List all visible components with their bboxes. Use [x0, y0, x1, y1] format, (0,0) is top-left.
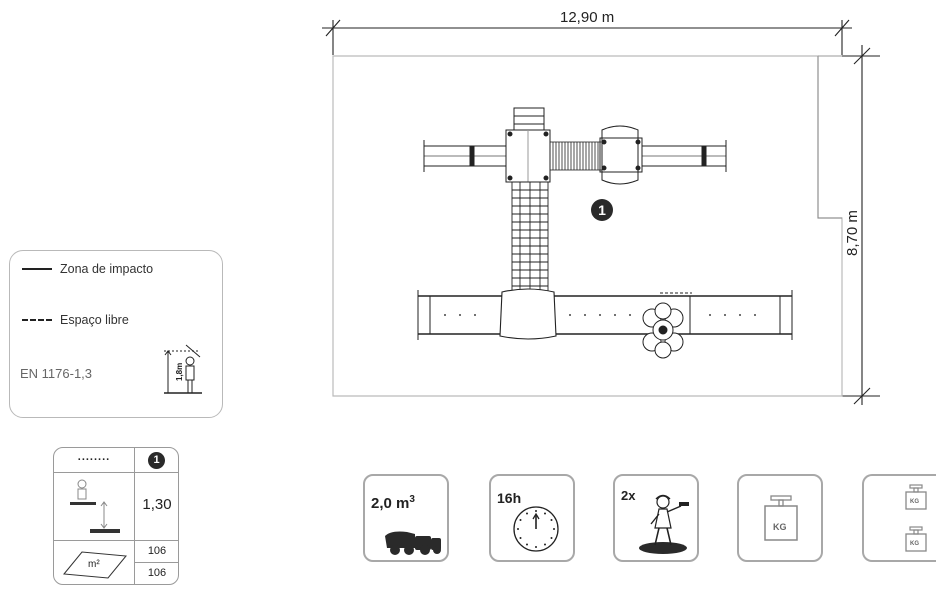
- weight-unit-label: KG: [773, 522, 787, 532]
- legend-impact-zone-label: Zona de impacto: [60, 262, 154, 276]
- spec-header-dots: ........: [77, 451, 111, 463]
- item-marker: 1: [591, 199, 613, 221]
- legend-free-space: Espaço libre: [22, 313, 129, 327]
- installers-pictogram: 2x: [613, 474, 699, 562]
- weight-double-pictogram: KG KG: [862, 474, 936, 562]
- lower-long-run: [417, 290, 793, 340]
- spec-column-marker: 1: [148, 452, 165, 469]
- weight-icon: [764, 495, 798, 541]
- flower-element: [642, 302, 684, 359]
- upper-left-arm: [423, 140, 509, 172]
- install-time-label: 16h: [497, 490, 522, 506]
- weight-icon-lower: [905, 526, 927, 552]
- excavation-icon: [385, 531, 441, 555]
- volume-pictogram: 2,0 m3: [363, 474, 449, 562]
- dashed-line-symbol: [22, 319, 52, 321]
- installers-label: 2x: [621, 488, 636, 503]
- volume-label: 2,0 m3: [371, 494, 415, 512]
- width-label: 12,90 m: [560, 9, 614, 26]
- free-height-person-icon: 1,8m: [164, 344, 202, 394]
- legend-standard: EN 1176-1,3: [20, 366, 93, 381]
- left-tower: [505, 107, 551, 183]
- weight-icon-upper: [905, 484, 927, 510]
- spec-area-unit: m²: [88, 559, 100, 570]
- connecting-bridge: [549, 141, 603, 171]
- clock-icon: [513, 506, 559, 552]
- width-dimension: [322, 19, 852, 55]
- solid-line-symbol: [22, 268, 52, 270]
- height-label: 8,70 m: [844, 210, 861, 256]
- upper-right-arm: [641, 140, 727, 172]
- spec-area-value-1: 106: [147, 545, 167, 557]
- legend-impact-zone: Zona de impacto: [22, 262, 153, 276]
- svg-text:1: 1: [598, 202, 606, 218]
- legend-free-space-label: Espaço libre: [60, 313, 129, 327]
- svg-text:1,8m: 1,8m: [175, 363, 184, 381]
- area-icon: [63, 551, 127, 579]
- vertical-tunnel: [511, 181, 549, 295]
- weight-unit-label-upper: KG: [910, 499, 919, 505]
- impact-zone-outline: [332, 55, 843, 397]
- install-time-pictogram: 16h: [489, 474, 575, 562]
- right-tower: [599, 125, 643, 185]
- spec-area-value-2: 106: [147, 567, 167, 579]
- legend-box: Zona de impacto Espaço libre EN 1176-1,3…: [9, 250, 223, 418]
- fall-height-icon: [70, 479, 120, 533]
- spec-fall-height: 1,30: [142, 496, 172, 513]
- spec-table: ........ 1 1,30 m² 106 106: [53, 447, 179, 585]
- junction-platform: [499, 288, 557, 340]
- installer-worker-icon: [639, 494, 689, 554]
- lower-run-dots: [444, 314, 756, 316]
- weight-pictogram: KG: [737, 474, 823, 562]
- weight-unit-label-lower: KG: [910, 541, 919, 547]
